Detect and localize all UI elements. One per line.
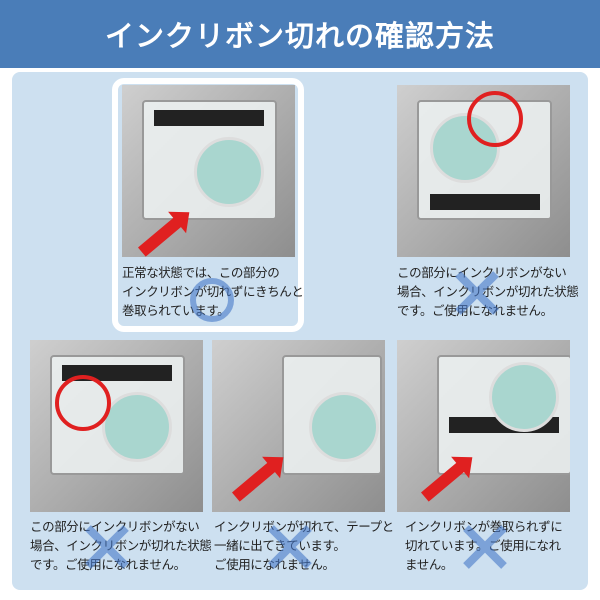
red-arrow-icon [137, 215, 185, 257]
red-circle-highlight-icon [467, 91, 523, 147]
cartridge-photo-ribbon-out [212, 340, 385, 512]
item-text: この部分にインクリボンがない 場合、インクリボンが切れた状態 です。ご使用になれ… [397, 265, 579, 318]
item-text: この部分にインクリボンがない 場合、インクリボンが切れた状態 です。ご使用になれ… [30, 519, 212, 572]
item-text: インクリボンが切れて、テープと 一緒に出てきています。 ご使用になれません。 [214, 519, 394, 572]
cartridge-photo-missing-ribbon [397, 85, 570, 257]
item-text: インクリボンが巻取られずに 切れています。ご使用になれ ません。 [405, 519, 563, 572]
ok-circle-icon [190, 278, 234, 322]
red-circle-highlight-icon [55, 375, 111, 431]
cartridge-photo-ribbon-cut [397, 340, 570, 512]
red-arrow-icon [231, 460, 279, 502]
page-title: インクリボン切れの確認方法 [0, 0, 600, 68]
cartridge-photo-missing-ribbon-2 [30, 340, 203, 512]
cartridge-photo-normal [122, 85, 295, 257]
